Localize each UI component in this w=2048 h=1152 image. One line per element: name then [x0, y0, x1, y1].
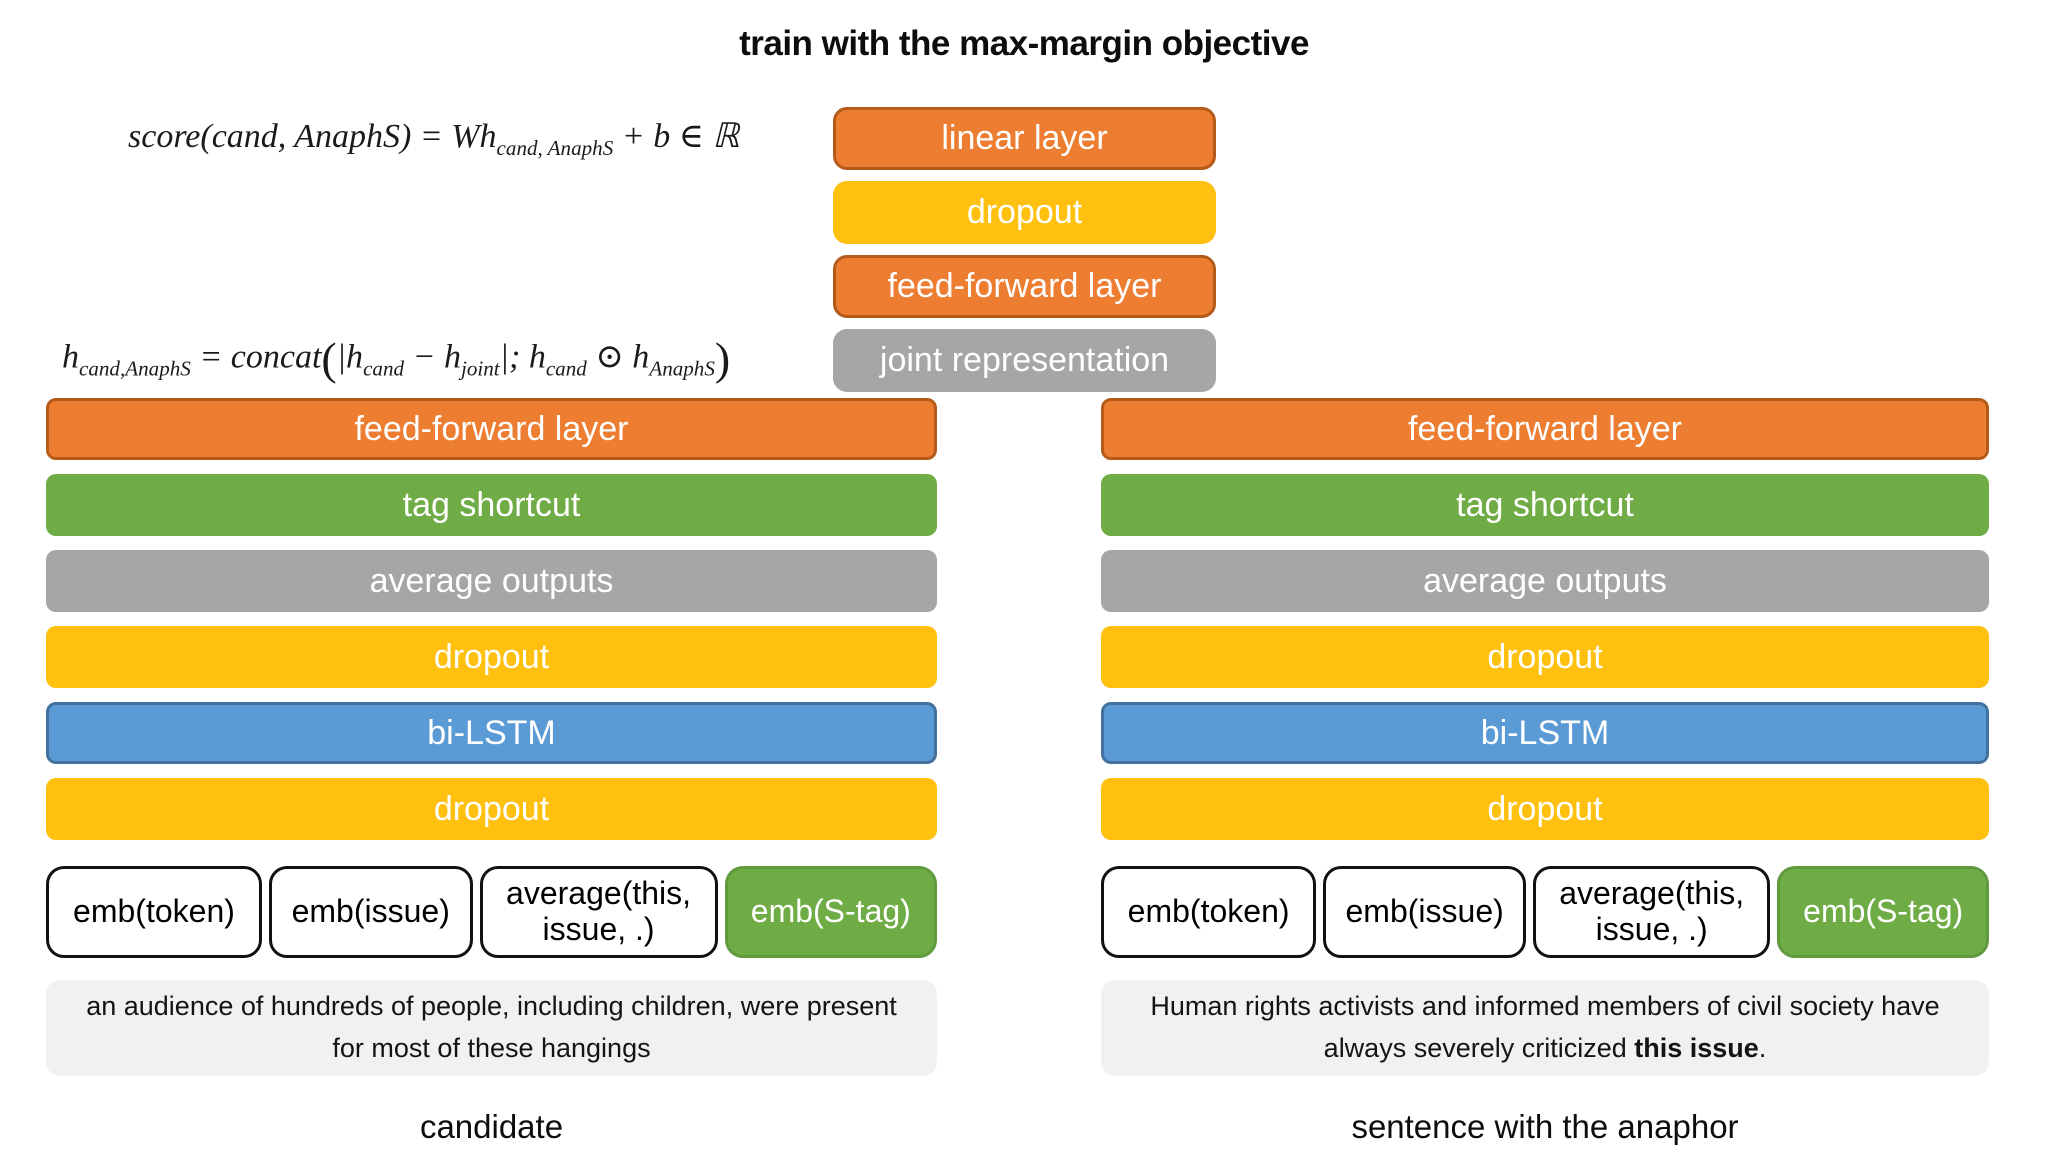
formula-text: + b ∈ ℝ — [613, 118, 740, 155]
emb-token-box: emb(token) — [1101, 866, 1317, 958]
emb-average-box: average(this, issue, .) — [1533, 866, 1771, 958]
emb-stag-box: emb(S-tag) — [724, 866, 937, 958]
emb-stag-box: emb(S-tag) — [1777, 866, 1989, 958]
layer-box-linear: linear layer — [833, 107, 1216, 170]
layer-bar-average-outputs: average outputs — [46, 550, 937, 612]
formula-text: = concat — [190, 338, 322, 376]
formula-subscript: cand,AnaphS — [79, 356, 191, 381]
anaphor-sentence-prefix: Human rights activists and informed memb… — [1150, 991, 1940, 1063]
candidate-layer-stack: feed-forward layer tag shortcut average … — [46, 398, 937, 840]
layer-box-dropout-top: dropout — [833, 181, 1216, 244]
anaphor-column: feed-forward layer tag shortcut average … — [1101, 398, 1989, 1146]
formula-text: − h — [404, 338, 461, 376]
figure-title: train with the max-margin objective — [739, 24, 1309, 63]
anaphor-phrase-bold: this issue — [1634, 1032, 1759, 1063]
layer-bar-dropout-upper: dropout — [1101, 626, 1989, 688]
layer-bar-dropout-lower: dropout — [46, 778, 937, 840]
candidate-column: feed-forward layer tag shortcut average … — [46, 398, 937, 1146]
formula-subscript: cand — [363, 356, 405, 381]
formula-text: |h — [336, 338, 364, 376]
candidate-sentence-text: an audience of hundreds of people, inclu… — [86, 991, 897, 1063]
layer-bar-tag-shortcut: tag shortcut — [46, 474, 937, 536]
layer-bar-bilstm: bi-LSTM — [1101, 702, 1989, 764]
anaphor-caption: sentence with the anaphor — [1351, 1107, 1739, 1145]
formula-subscript: cand, AnaphS — [496, 135, 614, 160]
emb-token-box: emb(token) — [46, 866, 262, 958]
layer-bar-average-outputs: average outputs — [1101, 550, 1989, 612]
anaphor-sentence-text: Human rights activists and informed memb… — [1131, 986, 1959, 1070]
layer-bar-feed-forward: feed-forward layer — [46, 398, 937, 460]
scoring-head-stack: linear layer dropout feed-forward layer … — [833, 107, 1216, 392]
formula-text: score(cand, AnaphS) = Wh — [128, 118, 497, 155]
layer-box-feed-forward-top: feed-forward layer — [833, 255, 1216, 318]
layer-bar-dropout-upper: dropout — [46, 626, 937, 688]
formula-text: h — [62, 338, 79, 376]
layer-bar-dropout-lower: dropout — [1101, 778, 1989, 840]
layer-bar-feed-forward: feed-forward layer — [1101, 398, 1989, 460]
formula-subscript: joint — [461, 356, 500, 381]
anaphor-embedding-row: emb(token) emb(issue) average(this, issu… — [1101, 866, 1989, 958]
emb-issue-box: emb(issue) — [268, 866, 473, 958]
emb-issue-box: emb(issue) — [1323, 866, 1527, 958]
candidate-embedding-row: emb(token) emb(issue) average(this, issu… — [46, 866, 937, 958]
emb-average-box: average(this, issue, .) — [479, 866, 718, 958]
candidate-caption: candidate — [419, 1107, 564, 1145]
anaphor-layer-stack: feed-forward layer tag shortcut average … — [1101, 398, 1989, 840]
formula-paren: ) — [714, 333, 731, 384]
formula-paren: ( — [321, 333, 337, 384]
layer-box-joint-representation: joint representation — [833, 329, 1216, 392]
anaphor-sentence-suffix: . — [1758, 1032, 1767, 1063]
layer-bar-tag-shortcut: tag shortcut — [1101, 474, 1989, 536]
candidate-sentence: an audience of hundreds of people, inclu… — [46, 980, 937, 1076]
formula-subscript: cand — [545, 356, 587, 381]
score-formula: score(cand, AnaphS) = Whcand, AnaphS + b… — [128, 116, 739, 161]
formula-text: |; h — [499, 338, 546, 376]
layer-bar-bilstm: bi-LSTM — [46, 702, 937, 764]
joint-representation-formula: hcand,AnaphS = concat(|hcand − hjoint|; … — [62, 332, 730, 385]
formula-subscript: AnaphS — [649, 356, 715, 381]
formula-text: ⊙ h — [586, 338, 650, 376]
anaphor-sentence: Human rights activists and informed memb… — [1101, 980, 1989, 1076]
